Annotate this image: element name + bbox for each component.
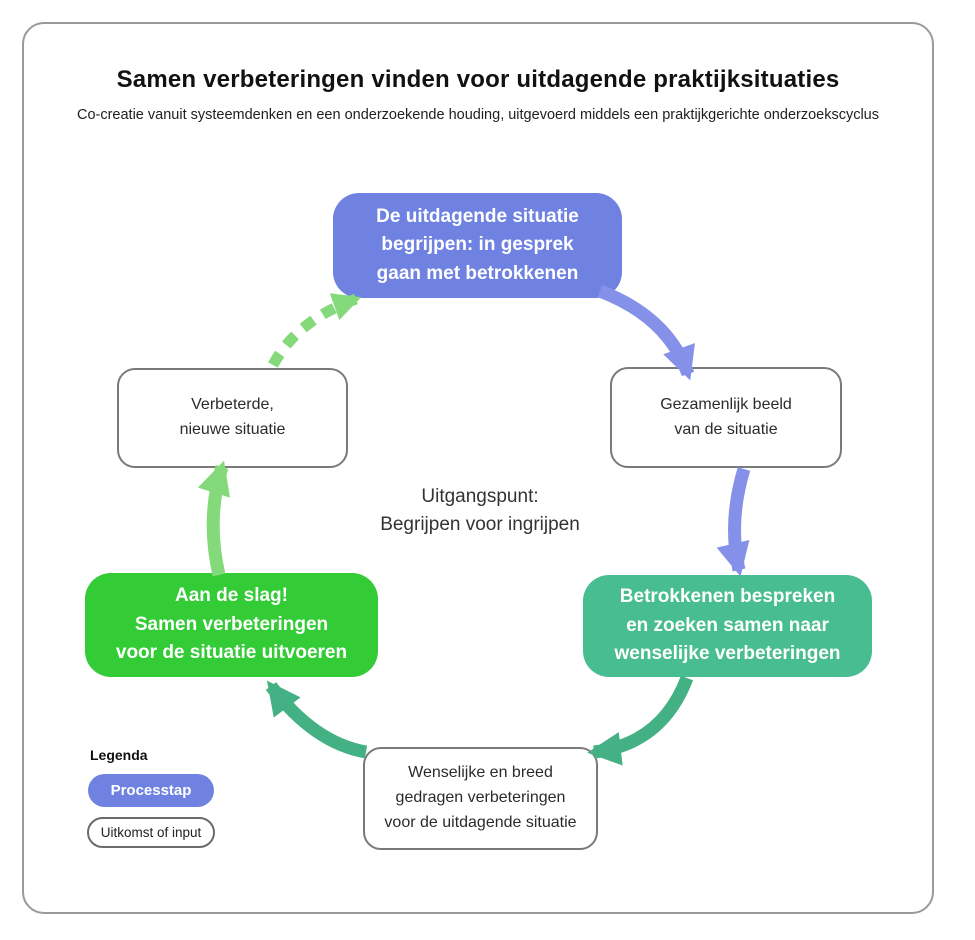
node-new-situation: Verbeterde, nieuwe situatie [117, 368, 348, 468]
node-line: Verbeterde, [191, 396, 274, 414]
node-line: Wenselijke en breed [408, 764, 553, 782]
node-line: voor de situatie uitvoeren [115, 642, 348, 664]
node-line: voor de uitdagende situatie [384, 813, 577, 831]
node-desired-improvements: Wenselijke en breed gedragen verbetering… [363, 747, 598, 850]
center-principle-note: Uitgangspunt: Begrijpen voor ingrijpen [320, 483, 640, 538]
node-line: begrijpen: in gesprek [381, 234, 574, 256]
node-line: wenselijke verbeteringen [614, 643, 841, 665]
node-line: De uitdagende situatie [376, 205, 579, 227]
node-line: gedragen verbeteringen [395, 789, 566, 807]
node-line: gaan met betrokkenen [376, 262, 579, 284]
node-discuss-improvements: Betrokkenen bespreken en zoeken samen na… [583, 575, 872, 677]
node-line: Aan de slag! [175, 585, 288, 607]
node-line: Betrokkenen bespreken [619, 586, 836, 608]
node-line: van de situatie [674, 420, 778, 438]
node-understand-situation: De uitdagende situatie begrijpen: in ges… [333, 193, 622, 298]
node-line: Gezamenlijk beeld [660, 395, 792, 413]
legend-outcome-pill: Uitkomst of input [87, 817, 215, 848]
legend-title: Legenda [90, 747, 148, 763]
legend-process-pill: Processtap [88, 774, 214, 807]
node-execute-improvements: Aan de slag! Samen verbeteringen voor de… [85, 573, 378, 677]
node-line: nieuwe situatie [179, 421, 286, 438]
node-line: en zoeken samen naar [626, 614, 829, 636]
center-note-line: Begrijpen voor ingrijpen [380, 513, 580, 535]
page-title: Samen verbeteringen vinden voor uitdagen… [116, 66, 840, 93]
node-line: Samen verbeteringen [134, 613, 329, 635]
page-subtitle: Co-creatie vanuit systeemdenken en een o… [76, 107, 879, 123]
node-shared-view: Gezamenlijk beeld van de situatie [610, 367, 842, 468]
center-note-line: Uitgangspunt: [421, 486, 539, 507]
